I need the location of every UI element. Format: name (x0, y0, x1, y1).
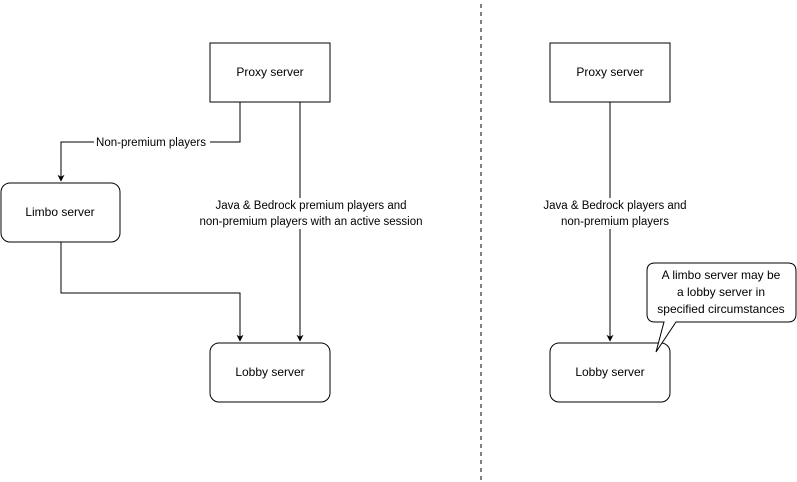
edge-label-nonpremium: Non-premium players (96, 137, 206, 149)
callout-text-line3: specified circumstances (657, 302, 784, 316)
limbo-server-node (0, 182, 121, 243)
edge-label-bg (192, 198, 430, 229)
proxy-server-node (209, 42, 331, 103)
callout-bubble (646, 262, 797, 353)
lobby-server-label: Lobby server (235, 365, 304, 379)
callout-text-line2: a lobby server in (677, 285, 765, 299)
edge-label-premium-line1: Java & Bedrock premium players and (215, 200, 406, 212)
lobby-server-node (209, 342, 331, 403)
proxy-server-node-right (549, 42, 671, 103)
lobby-server-label-right: Lobby server (575, 365, 644, 379)
edge-label-right-line1: Java & Bedrock players and (543, 200, 686, 212)
edge-label-premium-line2: non-premium players with an active sessi… (199, 216, 422, 228)
proxy-server-label-right: Proxy server (576, 65, 643, 79)
edge-limbo-to-lobby (60, 242, 244, 342)
lobby-server-node-right (549, 342, 671, 403)
edge-label-bg (94, 134, 210, 149)
callout-text-line1: A limbo server may be (662, 268, 781, 282)
limbo-server-label: Limbo server (25, 205, 94, 219)
edge-label-right-line2: non-premium players (561, 216, 669, 228)
proxy-server-label: Proxy server (236, 65, 303, 79)
edge-label-bg (538, 198, 692, 229)
